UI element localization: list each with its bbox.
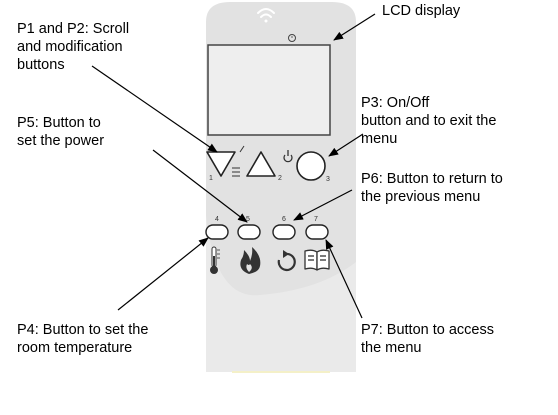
label-lcd-display: LCD display bbox=[382, 2, 460, 20]
book-icon bbox=[304, 249, 330, 271]
label-p3-line-1: P3: On/Off bbox=[361, 95, 430, 111]
button-number-1: 1 bbox=[209, 175, 213, 182]
label-p5-line-2: set the power bbox=[17, 133, 105, 149]
menu-list-icon bbox=[232, 145, 245, 177]
leader-p1p2 bbox=[91, 65, 218, 153]
button-p5-power[interactable] bbox=[237, 224, 261, 240]
label-p1p2-line-2: and modification bbox=[17, 39, 123, 55]
button-p3-onoff[interactable] bbox=[296, 151, 326, 181]
thermometer-icon bbox=[210, 246, 220, 274]
label-p5: P5: Button to set the power bbox=[17, 114, 104, 150]
label-p3: P3: On/Off button and to exit the menu bbox=[361, 94, 496, 148]
label-p4-line-1: P4: Button to set the bbox=[17, 322, 149, 338]
label-p1p2-line-1: P1 and P2: Scroll bbox=[17, 21, 130, 37]
wifi-icon bbox=[257, 8, 275, 23]
label-p4: P4: Button to set the room temperature bbox=[17, 321, 148, 357]
button-p2-up[interactable] bbox=[246, 151, 276, 177]
label-p1-p2: P1 and P2: Scroll and modification butto… bbox=[17, 20, 129, 74]
button-number-2: 2 bbox=[278, 175, 282, 182]
leader-p4 bbox=[117, 237, 209, 311]
label-p6: P6: Button to return to the previous men… bbox=[361, 170, 503, 206]
button-number-7: 7 bbox=[314, 216, 318, 223]
button-p1-down[interactable] bbox=[206, 151, 236, 177]
button-number-6: 6 bbox=[282, 216, 286, 223]
button-p4-temperature[interactable] bbox=[205, 224, 229, 240]
button-number-3: 3 bbox=[326, 176, 330, 183]
label-p5-line-1: P5: Button to bbox=[17, 115, 101, 131]
button-p6-return[interactable] bbox=[272, 224, 296, 240]
label-p7-line-2: the menu bbox=[361, 340, 422, 356]
return-arrow-icon bbox=[277, 250, 296, 271]
clock-icon bbox=[288, 34, 296, 42]
leader-lcd bbox=[333, 13, 376, 41]
label-p1p2-line-3: buttons bbox=[17, 57, 65, 73]
button-p7-menu[interactable] bbox=[305, 224, 329, 240]
label-p4-line-2: room temperature bbox=[17, 340, 133, 356]
label-p3-line-3: menu bbox=[361, 131, 398, 147]
power-icon bbox=[283, 150, 293, 163]
label-p3-line-2: button and to exit the bbox=[361, 113, 497, 129]
button-number-4: 4 bbox=[215, 216, 219, 223]
button-number-5: 5 bbox=[246, 216, 250, 223]
leader-p3 bbox=[328, 133, 364, 157]
label-p6-line-2: the previous menu bbox=[361, 189, 481, 205]
leader-p5 bbox=[152, 149, 248, 223]
label-lcd-line-1: LCD display bbox=[382, 3, 461, 19]
leader-lines bbox=[91, 13, 376, 319]
label-p7: P7: Button to access the menu bbox=[361, 321, 494, 357]
label-p7-line-1: P7: Button to access bbox=[361, 322, 494, 338]
flame-icon bbox=[240, 247, 261, 274]
label-p6-line-1: P6: Button to return to bbox=[361, 171, 503, 187]
leader-p7 bbox=[325, 239, 363, 319]
lcd-screen bbox=[207, 44, 331, 136]
leader-p6 bbox=[293, 189, 353, 221]
